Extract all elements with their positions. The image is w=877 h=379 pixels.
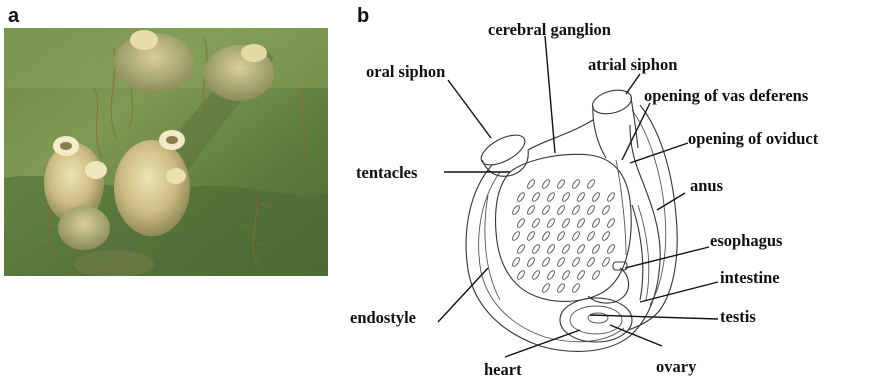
gill-slit bbox=[606, 244, 616, 255]
gill-slit bbox=[531, 192, 541, 203]
gill-slit bbox=[546, 244, 556, 255]
gill-slit bbox=[556, 257, 566, 268]
label-cerebral-ganglion: cerebral ganglion bbox=[488, 20, 611, 39]
gill-slit bbox=[546, 192, 556, 203]
gill-slit bbox=[531, 270, 541, 281]
gill-slit bbox=[571, 283, 581, 294]
gill-slit bbox=[546, 218, 556, 229]
label-intestine: intestine bbox=[720, 268, 780, 287]
label-opening-of-oviduct: opening of oviduct bbox=[688, 129, 819, 148]
gill-slit bbox=[516, 270, 526, 281]
gill-slit bbox=[546, 270, 556, 281]
gill-slit bbox=[561, 218, 571, 229]
gill-slit bbox=[526, 205, 536, 216]
gill-slit bbox=[591, 244, 601, 255]
gill-slit bbox=[571, 179, 581, 190]
label-esophagus: esophagus bbox=[710, 231, 783, 250]
gill-slit bbox=[556, 231, 566, 242]
gill-slit bbox=[586, 179, 596, 190]
gill-slit bbox=[576, 192, 586, 203]
atrial-siphon-shape bbox=[528, 86, 638, 158]
gill-slit bbox=[541, 257, 551, 268]
gill-slit bbox=[601, 231, 611, 242]
gill-slit bbox=[516, 192, 526, 203]
label-heart: heart bbox=[484, 360, 522, 379]
label-testis: testis bbox=[720, 307, 756, 326]
gill-slit bbox=[571, 257, 581, 268]
gill-slit bbox=[606, 192, 616, 203]
gill-slit bbox=[561, 192, 571, 203]
gill-slit bbox=[541, 179, 551, 190]
gill-slit bbox=[561, 270, 571, 281]
gill-slit bbox=[576, 218, 586, 229]
gut-loop bbox=[560, 205, 649, 342]
gill-slit bbox=[541, 283, 551, 294]
gill-slit bbox=[586, 257, 596, 268]
gill-slit bbox=[556, 179, 566, 190]
gill-slit bbox=[586, 231, 596, 242]
gill-slit bbox=[576, 244, 586, 255]
gill-slit bbox=[601, 205, 611, 216]
oral-siphon-shape bbox=[477, 129, 530, 176]
gill-slit bbox=[541, 231, 551, 242]
gill-slit bbox=[526, 231, 536, 242]
label-atrial-siphon: atrial siphon bbox=[588, 55, 677, 74]
gill-slit bbox=[526, 257, 536, 268]
label-opening-of-vas-deferens: opening of vas deferens bbox=[644, 86, 809, 105]
gill-slit bbox=[511, 231, 521, 242]
label-tentacles: tentacles bbox=[356, 163, 418, 182]
gill-slit bbox=[526, 179, 536, 190]
gill-slit bbox=[586, 205, 596, 216]
gill-slits bbox=[511, 179, 616, 294]
gill-slit bbox=[571, 231, 581, 242]
gill-slit bbox=[591, 218, 601, 229]
gill-slit bbox=[556, 205, 566, 216]
label-ovary: ovary bbox=[656, 357, 697, 376]
gill-slit bbox=[516, 218, 526, 229]
gill-slit bbox=[531, 244, 541, 255]
gill-slit bbox=[516, 244, 526, 255]
label-endostyle: endostyle bbox=[350, 308, 416, 327]
gill-slit bbox=[601, 257, 611, 268]
gill-slit bbox=[571, 205, 581, 216]
gill-slit bbox=[591, 270, 601, 281]
gill-slit bbox=[531, 218, 541, 229]
leader-lines bbox=[438, 36, 718, 357]
gill-slit bbox=[561, 244, 571, 255]
gill-slit bbox=[556, 283, 566, 294]
gill-slit bbox=[576, 270, 586, 281]
gill-slit bbox=[606, 218, 616, 229]
endostyle-line bbox=[485, 160, 626, 300]
gill-slit bbox=[511, 257, 521, 268]
gill-slit bbox=[511, 205, 521, 216]
gill-slit bbox=[541, 205, 551, 216]
label-oral-siphon: oral siphon bbox=[366, 62, 445, 81]
gill-slit bbox=[591, 192, 601, 203]
label-anus: anus bbox=[690, 176, 724, 195]
